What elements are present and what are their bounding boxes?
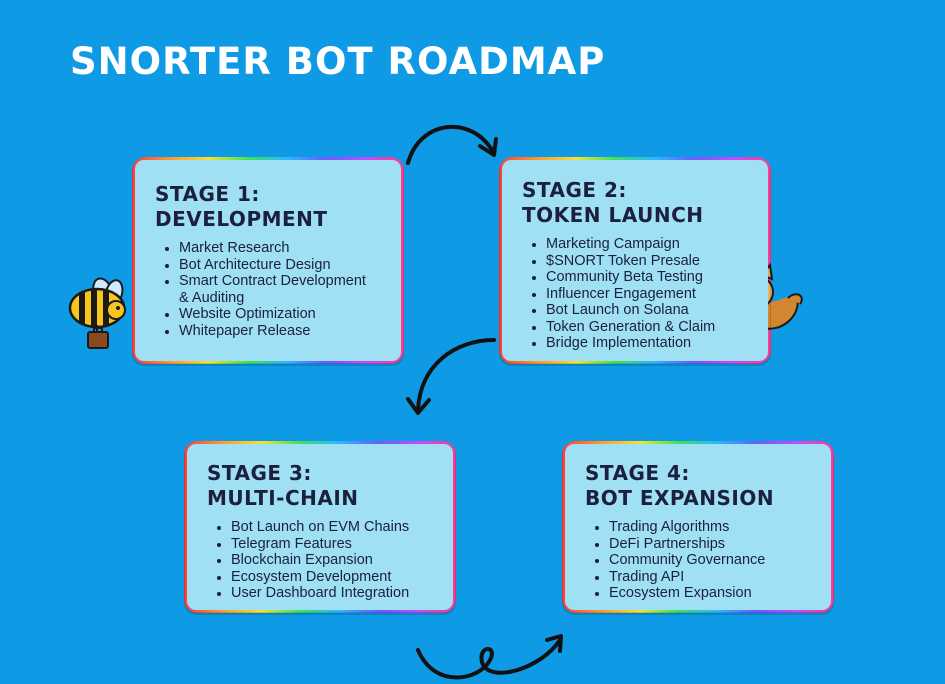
list-item: Community Beta Testing	[546, 269, 768, 286]
list-item: Whitepaper Release	[179, 323, 401, 340]
list-item: Community Governance	[609, 552, 831, 569]
stage-3-title: MULTI-CHAIN	[207, 486, 359, 510]
list-item: Bot Launch on EVM Chains	[231, 519, 453, 536]
stage-1-title: DEVELOPMENT	[155, 207, 328, 231]
page-title: SNORTER BOT ROADMAP	[70, 40, 606, 83]
stage-2-list: Marketing Campaign $SNORT Token Presale …	[522, 236, 768, 352]
stage-3-heading: STAGE 3: MULTI-CHAIN	[207, 461, 453, 511]
list-item: Token Generation & Claim	[546, 319, 768, 336]
list-item: Trading Algorithms	[609, 519, 831, 536]
stage-4-title: BOT EXPANSION	[585, 486, 775, 510]
stage-4-card: STAGE 4: BOT EXPANSION Trading Algorithm…	[562, 441, 834, 613]
list-item: Influencer Engagement	[546, 286, 768, 303]
list-item: $SNORT Token Presale	[546, 253, 768, 270]
stage-3-list: Bot Launch on EVM Chains Telegram Featur…	[207, 519, 453, 602]
list-item: Smart Contract Development & Auditing	[179, 273, 369, 306]
stage-3-card: STAGE 3: MULTI-CHAIN Bot Launch on EVM C…	[184, 441, 456, 613]
stage-4-label: STAGE 4:	[585, 461, 690, 485]
arrow-icon	[406, 338, 496, 415]
bee-mascot-icon	[68, 277, 126, 349]
list-item: User Dashboard Integration	[231, 585, 453, 602]
stage-2-heading: STAGE 2: TOKEN LAUNCH	[522, 178, 768, 228]
list-item: Bot Architecture Design	[179, 257, 401, 274]
list-item: Trading API	[609, 569, 831, 586]
list-item: Blockchain Expansion	[231, 552, 453, 569]
list-item: Marketing Campaign	[546, 236, 768, 253]
stage-3-label: STAGE 3:	[207, 461, 312, 485]
list-item: DeFi Partnerships	[609, 536, 831, 553]
stage-4-list: Trading Algorithms DeFi Partnerships Com…	[585, 519, 831, 602]
list-item: Telegram Features	[231, 536, 453, 553]
arrow-icon	[406, 124, 498, 165]
stage-4-heading: STAGE 4: BOT EXPANSION	[585, 461, 831, 511]
list-item: Bridge Implementation	[546, 335, 768, 352]
list-item: Bot Launch on Solana	[546, 302, 768, 319]
stage-2-card: STAGE 2: TOKEN LAUNCH Marketing Campaign…	[499, 157, 771, 364]
arrow-icon	[416, 634, 563, 680]
list-item: Website Optimization	[179, 306, 401, 323]
list-item: Market Research	[179, 240, 401, 257]
stage-1-label: STAGE 1:	[155, 182, 260, 206]
list-item: Ecosystem Development	[231, 569, 453, 586]
stage-1-list: Market Research Bot Architecture Design …	[155, 240, 401, 339]
stage-2-title: TOKEN LAUNCH	[522, 203, 704, 227]
list-item: Ecosystem Expansion	[609, 585, 831, 602]
stage-1-heading: STAGE 1: DEVELOPMENT	[155, 182, 401, 232]
stage-2-label: STAGE 2:	[522, 178, 627, 202]
stage-1-card: STAGE 1: DEVELOPMENT Market Research Bot…	[132, 157, 404, 364]
